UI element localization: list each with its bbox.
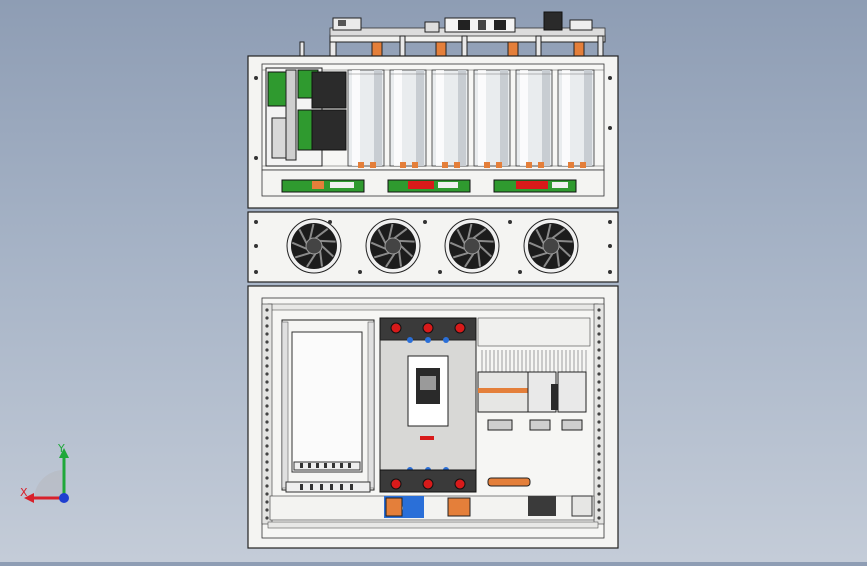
fan — [365, 218, 421, 274]
drive-board-1 — [281, 179, 365, 193]
lower-cabinet — [247, 285, 619, 549]
triad-plane-icon — [34, 469, 64, 498]
main-circuit-breaker — [379, 317, 477, 493]
mounting-rail-holes — [265, 308, 601, 520]
capacitor — [389, 69, 427, 168]
bottom-terminals — [267, 495, 599, 529]
z-axis-icon — [59, 493, 69, 503]
capacitor — [431, 69, 469, 168]
drive-board-3 — [493, 179, 577, 193]
drive-board-2 — [387, 179, 471, 193]
fan — [444, 218, 500, 274]
capacitor-bank — [347, 69, 595, 168]
coordinate-triad: Y X — [20, 440, 80, 510]
y-axis-label: Y — [57, 442, 65, 455]
capacitor-compartment — [247, 55, 619, 209]
capacitor — [347, 69, 385, 168]
capacitor — [557, 69, 595, 168]
capacitor — [473, 69, 511, 168]
fan-panel — [247, 211, 619, 283]
capacitor — [515, 69, 553, 168]
cooling-fans — [286, 218, 579, 274]
top-control-board — [299, 11, 606, 57]
din-rail-devices — [477, 317, 591, 487]
x-axis-label: X — [20, 486, 28, 499]
inverter-module — [281, 319, 375, 493]
fan — [286, 218, 342, 274]
fan — [523, 218, 579, 274]
